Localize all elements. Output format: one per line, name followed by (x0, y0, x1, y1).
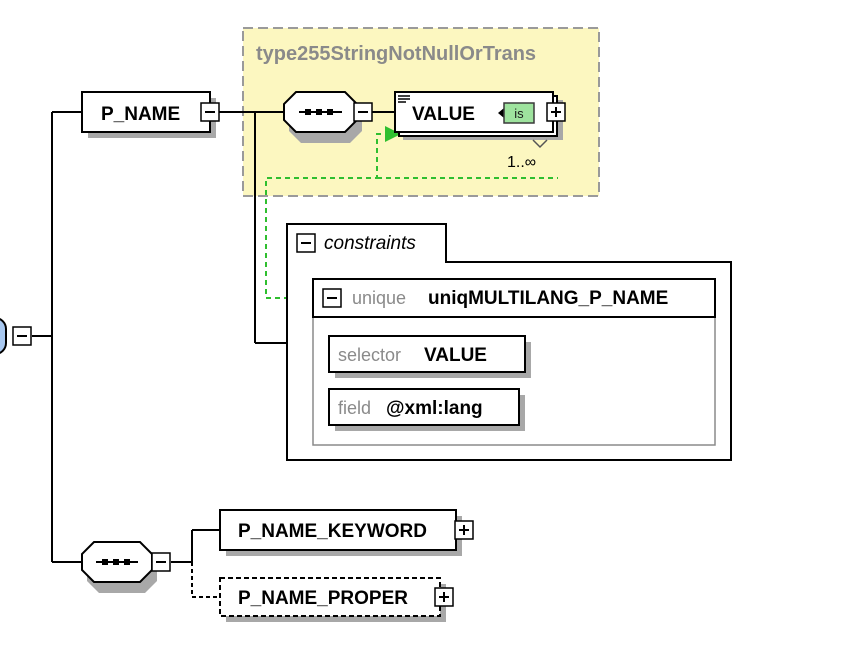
occurrence-marker (532, 139, 548, 149)
field-value-label: @xml:lang (386, 398, 483, 419)
selector-value-label: VALUE (424, 345, 487, 366)
element-p-name-label: P_NAME (101, 104, 180, 125)
sequence-compositor-top[interactable] (283, 91, 362, 143)
element-p-name-proper-label: P_NAME_PROPER (238, 588, 408, 609)
sequence-compositor-bottom[interactable] (81, 541, 157, 593)
value-expand-icon[interactable] (546, 102, 566, 122)
text-content-icon (398, 95, 410, 103)
p-name-collapse-icon[interactable] (200, 102, 220, 122)
type-box-title: type255StringNotNullOrTrans (256, 43, 536, 65)
identity-constraint-links (265, 126, 558, 299)
element-p-name-keyword[interactable]: P_NAME_KEYWORD (219, 509, 462, 556)
element-p-name-keyword-label: P_NAME_KEYWORD (238, 521, 427, 542)
constraints-panel: constraints unique uniqMULTILANG_P_NAME … (286, 223, 732, 461)
sequence-top-collapse-icon[interactable] (353, 102, 373, 122)
element-value-label: VALUE (412, 104, 475, 125)
connector-lines (32, 111, 396, 563)
selector-kind-label: selector (338, 345, 401, 365)
selector-box[interactable]: selector VALUE (328, 335, 531, 378)
sequence-bottom-collapse-icon[interactable] (151, 552, 171, 572)
field-kind-label: field (338, 398, 371, 418)
unique-name-label: uniqMULTILANG_P_NAME (428, 288, 668, 309)
unique-kind-label: unique (352, 288, 406, 308)
sequence-icon (299, 109, 342, 115)
constraints-collapse-icon[interactable] (296, 233, 316, 253)
parent-element-node[interactable] (0, 318, 7, 354)
sequence-icon (96, 559, 138, 565)
simple-type-badge-icon: is (498, 102, 535, 124)
field-box[interactable]: field @xml:lang (328, 388, 525, 431)
element-value[interactable]: VALUE is 1..∞ (394, 91, 563, 171)
p-name-proper-expand-icon[interactable] (434, 587, 454, 607)
element-p-name[interactable]: P_NAME (81, 91, 216, 138)
unique-collapse-icon[interactable] (322, 288, 342, 308)
element-p-name-proper[interactable]: P_NAME_PROPER (219, 577, 446, 622)
simple-type-badge-label: is (514, 106, 524, 121)
value-occurrence-label: 1..∞ (507, 154, 536, 171)
p-name-keyword-expand-icon[interactable] (454, 520, 474, 540)
parent-collapse-icon[interactable] (12, 326, 32, 346)
constraints-tab-label: constraints (324, 233, 416, 254)
